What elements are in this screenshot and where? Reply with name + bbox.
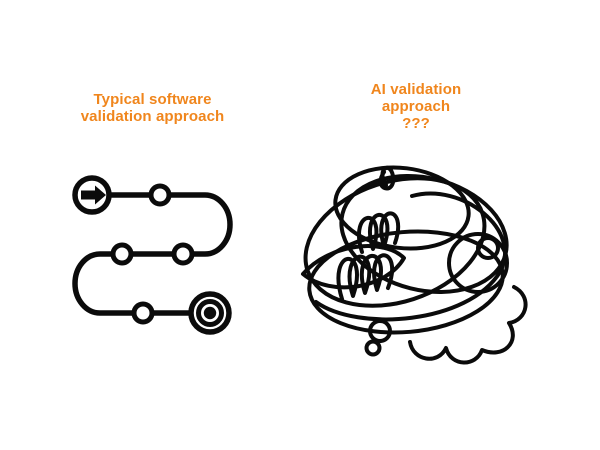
right-title-line-3: ??? [402, 115, 430, 132]
path-line [72, 192, 233, 316]
step-node-4 [131, 301, 155, 325]
right-title-line-1: AI validation [370, 81, 462, 98]
left-panel-title: Typical software validation approach [55, 91, 250, 125]
step-node-3 [171, 242, 195, 266]
right-panel-title: AI validation approach ??? [330, 81, 502, 132]
typical-validation-panel: Typical software validation approach [0, 0, 280, 450]
left-title-line-1: Typical software [93, 91, 212, 108]
right-title-line-2: approach [381, 98, 451, 115]
left-title-line-2: validation approach [80, 108, 225, 125]
winding-path-icon [72, 175, 233, 335]
step-node-1 [148, 183, 172, 207]
arrow-start-icon [72, 175, 112, 215]
target-bullseye-icon [188, 291, 232, 335]
ai-validation-panel: AI validation approach ??? [280, 0, 600, 450]
scribble-tangle-icon [301, 165, 528, 365]
step-node-2 [110, 242, 134, 266]
scribble-lines [301, 165, 528, 365]
right-arrow-glyph [81, 185, 106, 205]
